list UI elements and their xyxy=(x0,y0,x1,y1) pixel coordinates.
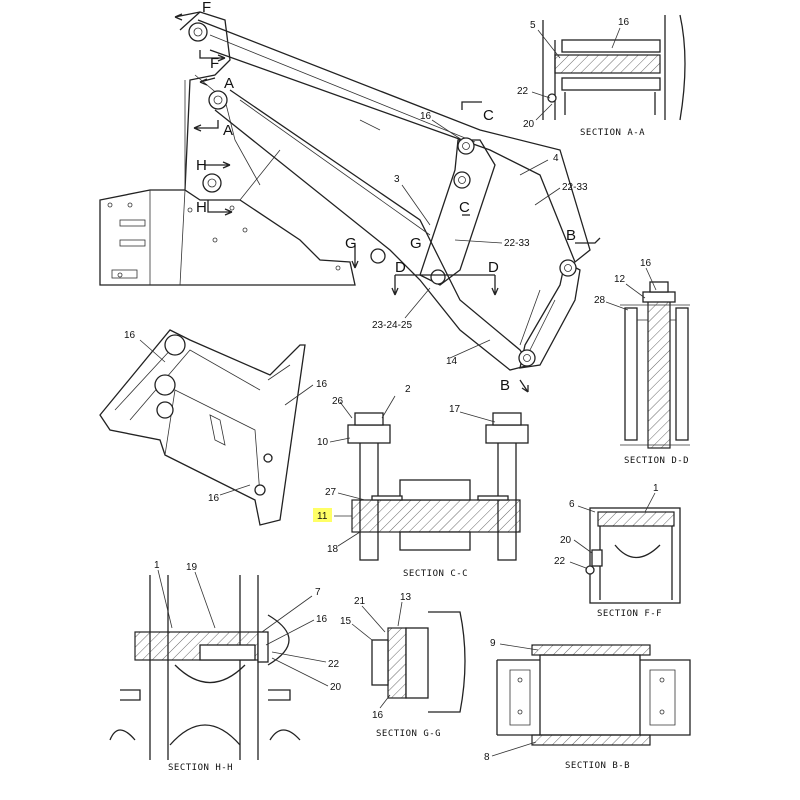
section-f-f xyxy=(569,492,681,604)
label-cc-11[interactable]: 11 xyxy=(317,511,328,522)
callout-d-left: D xyxy=(395,259,406,276)
title-section-f-f: SECTION F-F xyxy=(597,609,662,619)
title-section-h-h: SECTION H-H xyxy=(168,763,233,773)
label-gg-21: 21 xyxy=(354,596,366,607)
callout-b-top: B xyxy=(566,227,576,244)
isometric-link-view xyxy=(99,329,314,526)
callout-f-top: F xyxy=(202,0,211,16)
callout-g-left: G xyxy=(345,235,357,252)
callout-c-top: C xyxy=(483,107,494,124)
highlight-item-11 xyxy=(313,508,332,522)
title-section-c-c: SECTION C-C xyxy=(403,569,468,579)
label-dd-16: 16 xyxy=(640,258,652,269)
section-c-c xyxy=(329,395,529,561)
label-dd-28: 28 xyxy=(594,295,606,306)
label-bb-8: 8 xyxy=(484,752,490,763)
label-ff-6: 6 xyxy=(569,499,575,510)
label-iso-16b: 16 xyxy=(316,379,328,390)
section-h-h xyxy=(109,569,329,760)
label-cc-27: 27 xyxy=(325,487,337,498)
callout-f-bottom: F xyxy=(210,55,219,72)
label-hh-1: 1 xyxy=(154,560,160,571)
label-gg-16: 16 xyxy=(372,710,384,721)
label-hh-16: 16 xyxy=(316,614,328,625)
label-hh-22: 22 xyxy=(328,659,340,670)
title-section-b-b: SECTION B-B xyxy=(565,761,630,771)
label-main-22-33a: 22-33 xyxy=(562,182,588,193)
title-section-g-g: SECTION G-G xyxy=(376,729,441,739)
label-cc-18: 18 xyxy=(327,544,339,555)
callout-c-bottom: C xyxy=(459,199,470,216)
label-main-23-24-25: 23-24-25 xyxy=(372,320,412,331)
callout-b-bottom: B xyxy=(500,377,510,394)
section-b-b xyxy=(491,643,691,757)
label-ff-20: 20 xyxy=(560,535,572,546)
label-ff-22: 22 xyxy=(554,556,566,567)
label-dd-12: 12 xyxy=(614,274,626,285)
label-gg-13: 13 xyxy=(400,592,412,603)
label-gg-15: 15 xyxy=(340,616,352,627)
label-main-3: 3 xyxy=(394,174,400,185)
callout-a-bottom: A xyxy=(223,122,233,139)
label-cc-10: 10 xyxy=(317,437,329,448)
label-hh-19: 19 xyxy=(186,562,198,573)
label-main-16: 16 xyxy=(420,111,432,122)
section-g-g xyxy=(351,601,466,713)
label-hh-7: 7 xyxy=(315,587,321,598)
label-cc-17: 17 xyxy=(449,404,461,415)
callout-h-bottom: H xyxy=(196,199,207,216)
label-cc-2: 2 xyxy=(405,384,411,395)
label-aa-22: 22 xyxy=(517,86,529,97)
callout-d-right: D xyxy=(488,259,499,276)
label-hh-20: 20 xyxy=(330,682,342,693)
main-assembly-view xyxy=(99,11,591,371)
label-main-22-33b: 22-33 xyxy=(504,238,530,249)
title-section-a-a: SECTION A-A xyxy=(580,128,645,138)
section-d-d xyxy=(605,267,690,449)
callout-a-top: A xyxy=(224,75,234,92)
title-section-d-d: SECTION D-D xyxy=(624,456,689,466)
callout-h-top: H xyxy=(196,157,207,174)
label-aa-16: 16 xyxy=(618,17,630,28)
label-aa-5: 5 xyxy=(530,20,536,31)
section-a-a xyxy=(531,14,686,121)
label-main-4: 4 xyxy=(553,153,559,164)
label-aa-20: 20 xyxy=(523,119,535,130)
label-cc-26: 26 xyxy=(332,396,344,407)
label-ff-1: 1 xyxy=(653,483,659,494)
label-iso-16c: 16 xyxy=(208,493,220,504)
label-main-14: 14 xyxy=(446,356,458,367)
callout-g-right: G xyxy=(410,235,422,252)
label-bb-9: 9 xyxy=(490,638,496,649)
label-iso-16a: 16 xyxy=(124,330,136,341)
section-cut-markers xyxy=(174,11,601,393)
